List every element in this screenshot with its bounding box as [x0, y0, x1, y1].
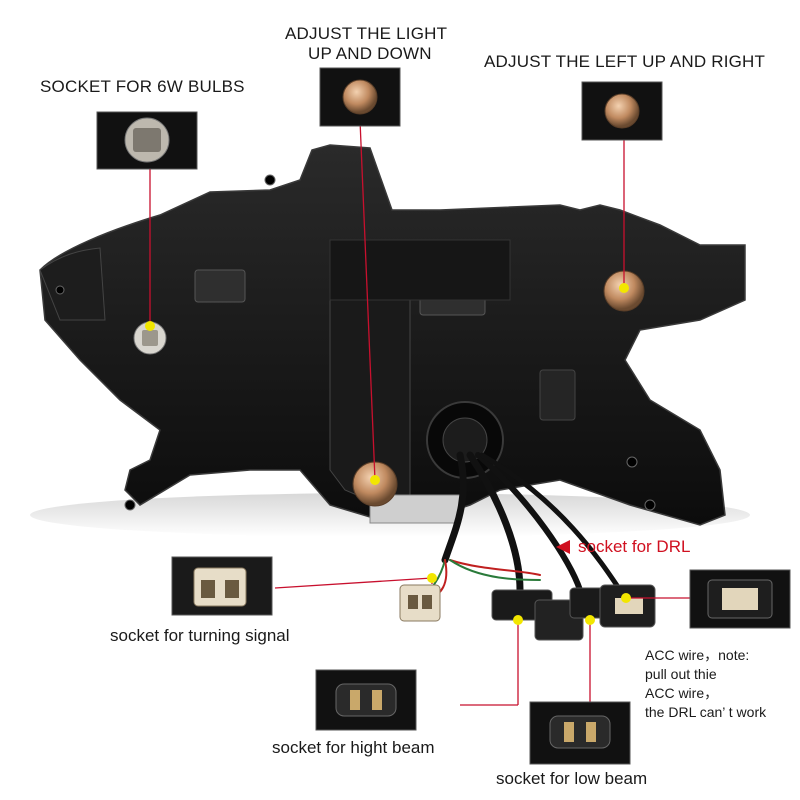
- inset-low-beam: [529, 701, 631, 765]
- connector-turning-signal: [399, 584, 441, 622]
- label-adjust-updown-1: ADJUST THE LIGHT: [285, 24, 448, 43]
- inset-adjust-leftright: [581, 81, 663, 141]
- label-adjust-leftright: ADJUST THE LEFT UP AND RIGHT: [484, 52, 766, 71]
- label-socket-turning: socket for turning signal: [110, 626, 290, 645]
- inset-adjust-updown: [319, 67, 401, 127]
- connector-acc: [599, 584, 656, 628]
- label-socket-6w: SOCKET FOR 6W BULBS: [40, 77, 245, 96]
- point-markers: [145, 283, 631, 625]
- label-socket-high: socket for hight beam: [272, 738, 435, 757]
- label-adjust-updown-2: UP AND DOWN: [308, 44, 432, 63]
- inset-high-beam: [315, 669, 417, 731]
- wiring-harness: [424, 451, 623, 599]
- connector-high-beam: [491, 589, 584, 641]
- left-triangle-icon: [556, 540, 570, 554]
- label-socket-low: socket for low beam: [496, 769, 648, 788]
- socket-6w-inner: [142, 330, 158, 346]
- label-acc-note: ACC wire，note: pull out thie ACC wire， t…: [645, 647, 767, 720]
- inset-turning-signal: [171, 556, 273, 616]
- headlight-housing: [39, 144, 746, 526]
- inset-acc: [689, 569, 791, 629]
- label-socket-drl: socket for DRL: [578, 537, 691, 556]
- leader-lines: [149, 119, 690, 706]
- inset-socket-6w: [96, 111, 198, 170]
